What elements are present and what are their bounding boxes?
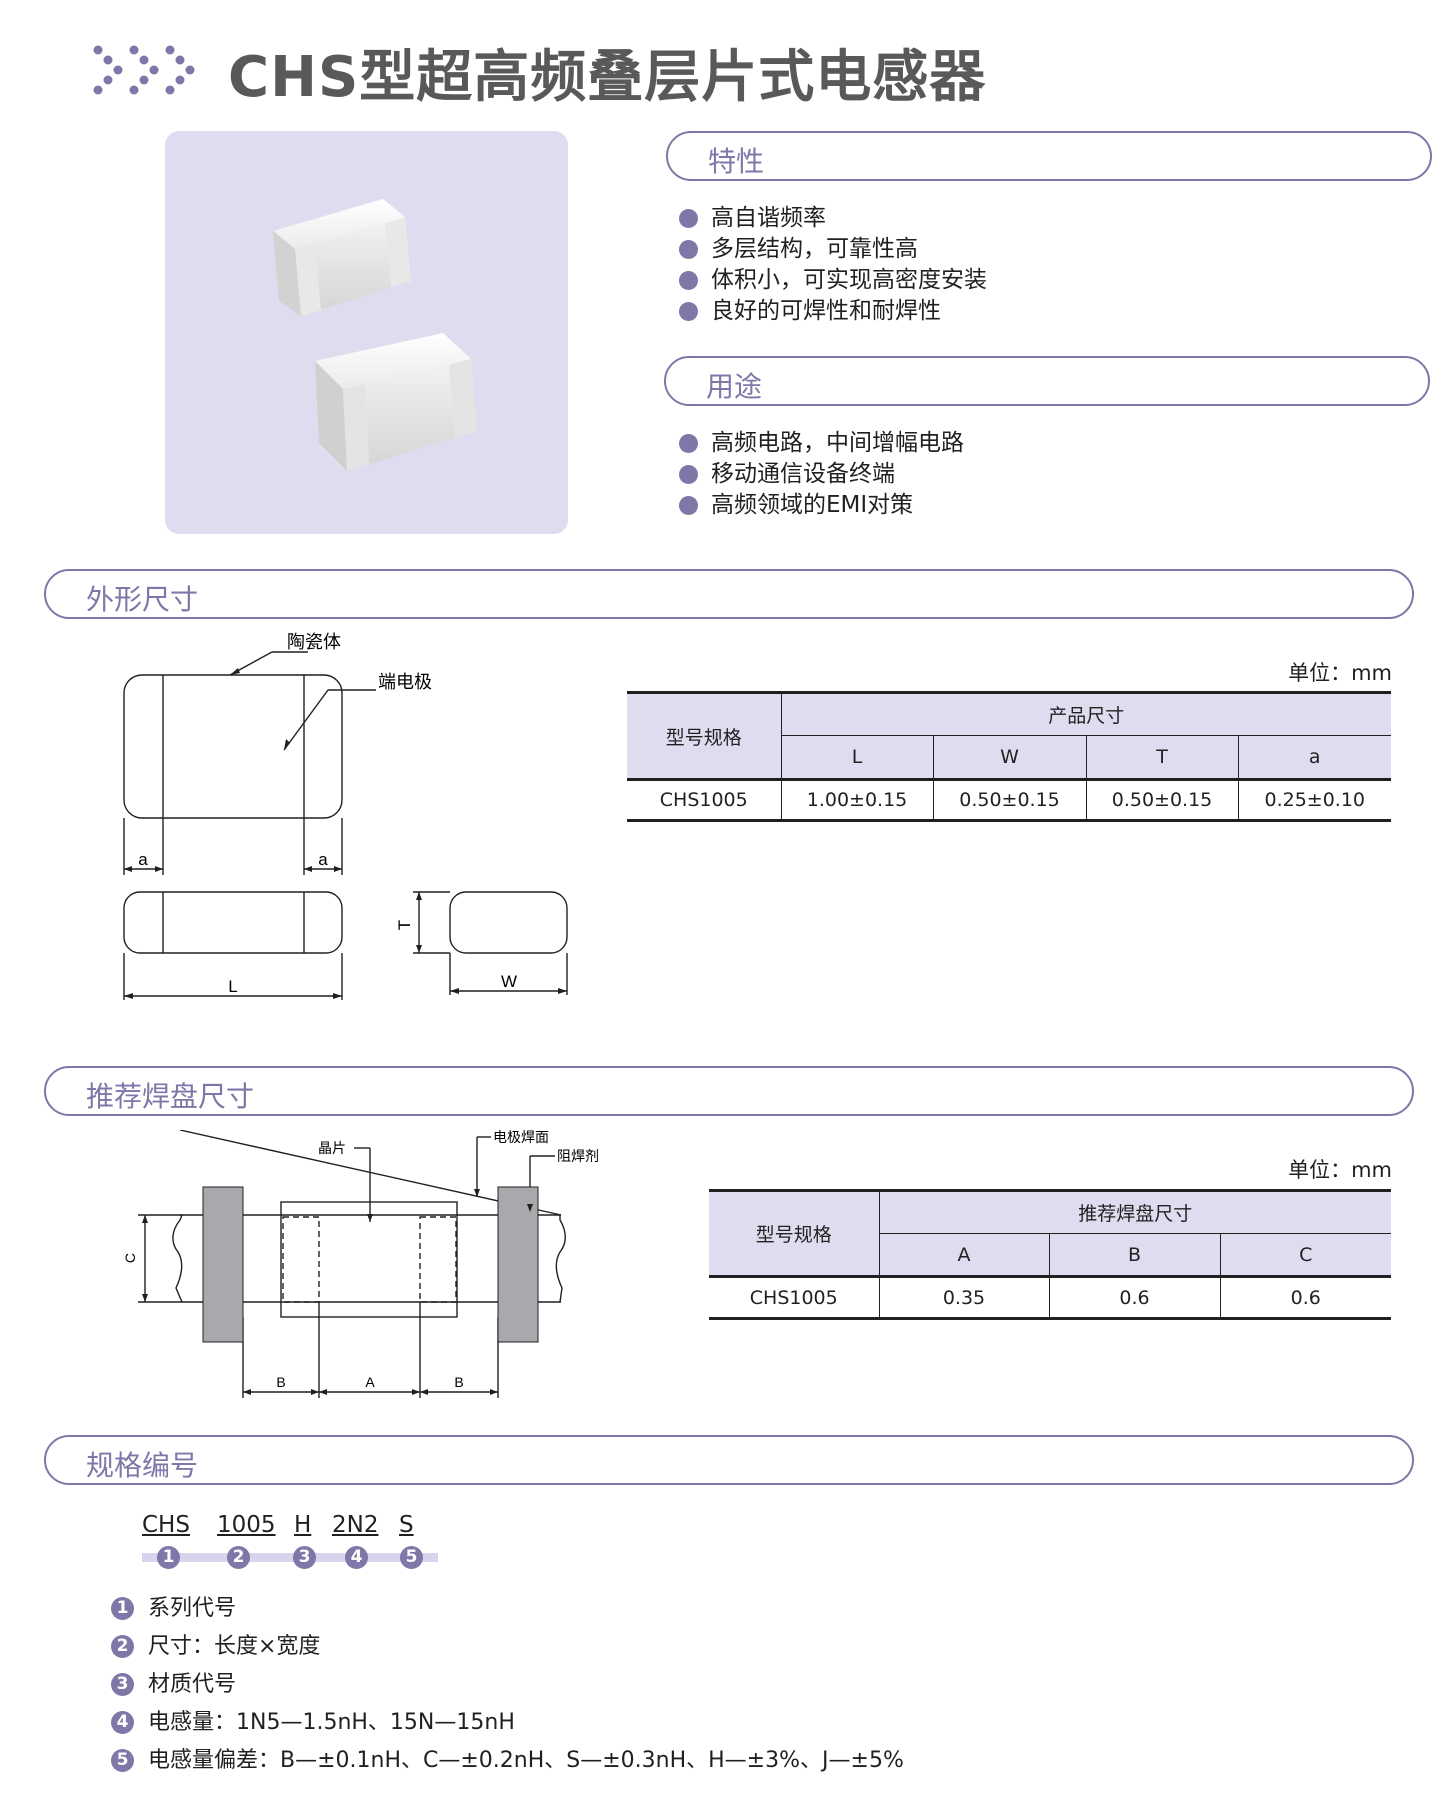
electrode-face-label: 电极焊面 [493,1130,549,1145]
pn-marker-1: 1 [157,1546,180,1569]
features-heading: 特性 [708,145,765,178]
list-item: 移动通信设备终端 [679,459,964,490]
cell-C: 0.6 [1220,1276,1391,1320]
col-a: a [1238,735,1391,781]
col-A: A [879,1233,1050,1278]
list-item: 良好的可焊性和耐焊性 [679,296,987,327]
bullet-icon [679,434,698,453]
legend-number: 4 [111,1711,134,1734]
legend-number: 5 [111,1749,134,1772]
cell-B: 0.6 [1049,1276,1221,1320]
electrode-label: 端电极 [378,672,432,692]
col-B: B [1049,1233,1221,1278]
dim-T: T [395,920,414,930]
col-C: C [1220,1233,1391,1278]
legend-number: 1 [111,1597,134,1620]
cell-model: CHS1005 [627,779,782,822]
pad-drawing: 晶片 电极焊面 阻焊剂 B A B C [122,1130,599,1398]
bullet-icon [679,271,698,290]
dim-W: W [501,972,517,991]
ceramic-label: 陶瓷体 [287,632,341,652]
table-row: CHS1005 0.35 0.6 0.6 [709,1276,1391,1320]
cell-model: CHS1005 [709,1276,880,1320]
legend-number: 3 [111,1673,134,1696]
pn-segment-size: 1005 [217,1512,276,1538]
list-item: 高频电路，中间增幅电路 [679,428,964,459]
dimension-drawing: 陶瓷体 端电极 a a L W T [123,632,568,1000]
cell-T: 0.50±0.15 [1086,779,1239,822]
dim-B-right: B [454,1374,463,1390]
col-group-pad: 推荐焊盘尺寸 [879,1189,1391,1234]
bullet-icon [679,209,698,228]
bullet-icon [679,496,698,515]
chip-label: 晶片 [318,1140,346,1156]
bullet-icon [679,240,698,259]
pn-segment-series: CHS [142,1512,190,1538]
pn-segment-tolerance: S [399,1512,414,1538]
part-number-heading: 规格编号 [86,1449,199,1482]
cell-a: 0.25±0.10 [1238,779,1391,822]
pn-marker-bar [142,1553,438,1562]
pad-right [497,1186,539,1343]
dimensions-table: 型号规格 产品尺寸 L W T a CHS1005 1.00±0.15 0.50… [627,691,1391,822]
solder-resist-label: 阻焊剂 [557,1148,599,1164]
col-W: W [933,735,1087,781]
col-model: 型号规格 [627,691,782,781]
col-T: T [1086,735,1239,781]
chip-inductor-image [273,199,477,471]
pn-marker-3: 3 [293,1546,316,1569]
col-model: 型号规格 [709,1189,880,1278]
product-photo [165,131,568,534]
applications-header: 用途 [664,356,1430,406]
pads-table: 型号规格 推荐焊盘尺寸 A B C CHS1005 0.35 0.6 0.6 [709,1189,1391,1320]
pn-marker-2: 2 [227,1546,250,1569]
bullet-icon [679,465,698,484]
dim-A: A [365,1374,375,1390]
col-L: L [781,735,934,781]
table-row: CHS1005 1.00±0.15 0.50±0.15 0.50±0.15 0.… [627,779,1391,822]
part-number-header: 规格编号 [44,1435,1414,1485]
legend-number: 2 [111,1635,134,1658]
bullet-icon [679,302,698,321]
pn-segment-inductance: 2N2 [332,1512,379,1538]
dim-B-left: B [276,1374,285,1390]
pads-header: 推荐焊盘尺寸 [44,1066,1414,1116]
list-item: 高频领域的EMI对策 [679,490,964,521]
dimensions-header: 外形尺寸 [44,569,1414,619]
list-item: 多层结构，可靠性高 [679,234,987,265]
dimensions-unit: 单位：mm [1288,661,1392,685]
col-group-size: 产品尺寸 [781,691,1391,736]
dim-C: C [122,1253,138,1263]
cell-L: 1.00±0.15 [781,779,934,822]
cell-A: 0.35 [879,1276,1050,1320]
features-header: 特性 [666,131,1432,181]
pads-heading: 推荐焊盘尺寸 [86,1080,255,1113]
page-title: CHS型超高频叠层片式电感器 [228,45,987,110]
dim-a-left: a [138,850,148,869]
applications-list: 高频电路，中间增幅电路 移动通信设备终端 高频领域的EMI对策 [679,428,964,521]
pad-left [202,1186,244,1343]
dimensions-heading: 外形尺寸 [86,583,199,616]
pn-segment-material: H [294,1512,312,1538]
pads-unit: 单位：mm [1288,1158,1392,1182]
dim-a-right: a [318,850,328,869]
pn-marker-5: 5 [400,1546,423,1569]
features-list: 高自谐频率 多层结构，可靠性高 体积小，可实现高密度安装 良好的可焊性和耐焊性 [679,203,987,327]
pn-marker-4: 4 [345,1546,368,1569]
dim-L: L [228,977,237,996]
chevron-logo-icon [93,45,195,95]
list-item: 体积小，可实现高密度安装 [679,265,987,296]
applications-heading: 用途 [706,370,763,403]
cell-W: 0.50±0.15 [933,779,1087,822]
list-item: 高自谐频率 [679,203,987,234]
